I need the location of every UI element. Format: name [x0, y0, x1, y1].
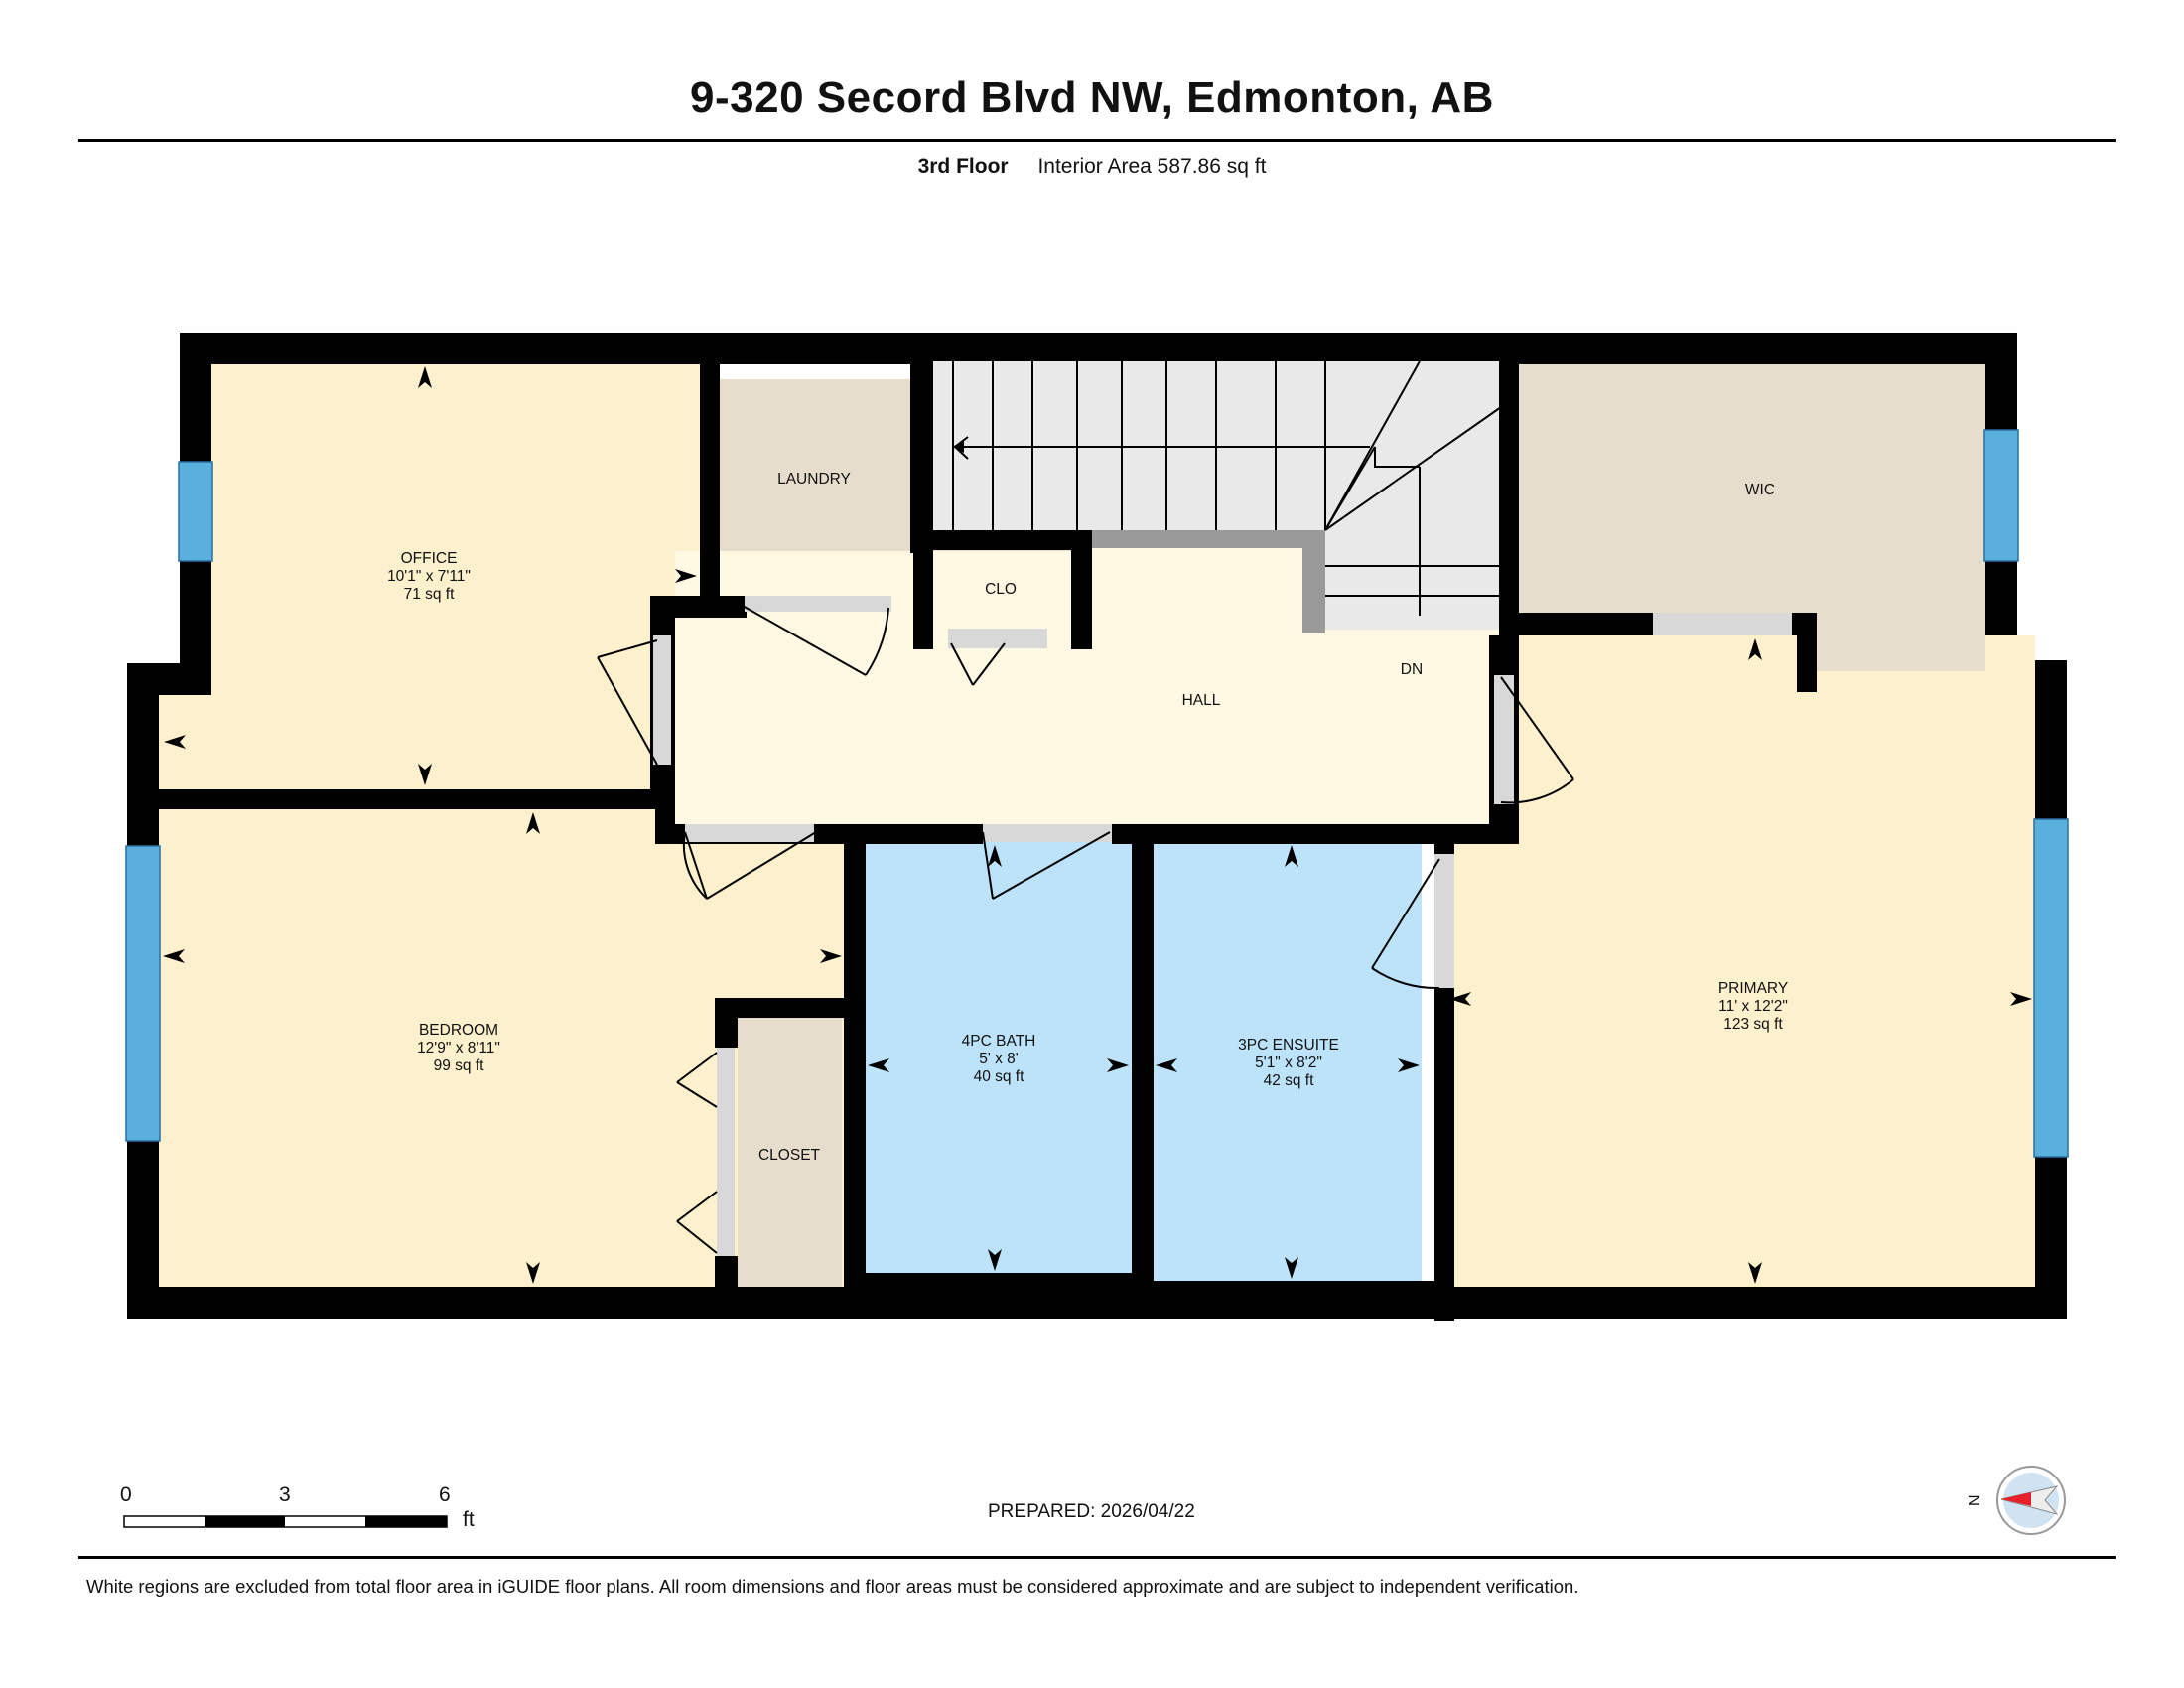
door-openings [653, 596, 1792, 1256]
scale-tick-6: 6 [439, 1483, 451, 1506]
windows [125, 429, 2069, 1158]
bedroom-label: BEDROOM [419, 1022, 498, 1039]
stairs-down-label: DN [1401, 661, 1423, 678]
wic-room [1519, 364, 1985, 613]
scale-tick-3: 3 [279, 1483, 291, 1506]
primary-dims: 11' x 12'2" [1718, 998, 1788, 1015]
floor-subtitle: 3rd Floor Interior Area 587.86 sq ft [0, 155, 2184, 179]
closet-label: CLOSET [758, 1147, 821, 1164]
stair-rail-post [1302, 530, 1325, 633]
ensuite-dims: 5'1" x 8'2" [1255, 1055, 1322, 1071]
ensuite-label: 3PC ENSUITE [1238, 1037, 1339, 1054]
interior-area: Interior Area 587.86 sq ft [1037, 155, 1267, 178]
room-labels: OFFICE 10'1" x 7'11" 71 sq ft LAUNDRY CL… [387, 471, 1788, 1164]
wic-label: WIC [1745, 482, 1775, 498]
door-swings [597, 605, 1574, 1254]
clo-label: CLO [985, 581, 1017, 598]
floor-name: 3rd Floor [917, 155, 1009, 178]
closet-room [738, 1017, 842, 1287]
office-dims: 10'1" x 7'11" [387, 568, 471, 585]
scale-tick-0: 0 [120, 1483, 132, 1506]
ensuite-area: 42 sq ft [1264, 1072, 1315, 1089]
prepared-date: PREPARED: 2026/04/22 [988, 1501, 1195, 1522]
disclaimer-text: White regions are excluded from total fl… [86, 1576, 1579, 1597]
hall-label: HALL [1182, 692, 1221, 709]
primary-room [1444, 635, 2035, 1287]
header-divider [78, 139, 2116, 142]
laundry-label: LAUNDRY [777, 471, 851, 488]
ensuite-room [1154, 842, 1422, 1281]
bedroom-area: 99 sq ft [434, 1057, 485, 1074]
bath-dims: 5' x 8' [979, 1051, 1019, 1067]
compass-north-label: N [1967, 1494, 1983, 1506]
primary-label: PRIMARY [1718, 980, 1788, 997]
scale-unit: ft [463, 1508, 475, 1531]
compass: N [1967, 1466, 2066, 1535]
scale-bar [123, 1515, 448, 1528]
office-label: OFFICE [401, 550, 458, 567]
primary-area: 123 sq ft [1723, 1016, 1783, 1033]
page-title: 9-320 Secord Blvd NW, Edmonton, AB [690, 73, 1494, 122]
bedroom-dims: 12'9" x 8'11" [417, 1040, 500, 1056]
office-area: 71 sq ft [404, 586, 456, 603]
dimension-arrows [163, 366, 2032, 1284]
footer-divider [78, 1556, 2116, 1559]
bath-room [866, 842, 1132, 1273]
stair-rail [1092, 530, 1325, 548]
bath-label: 4PC BATH [962, 1033, 1036, 1050]
wic-nook [1817, 596, 1985, 671]
office-room [211, 364, 700, 789]
bath-area: 40 sq ft [974, 1068, 1025, 1085]
staircase [933, 360, 1502, 630]
